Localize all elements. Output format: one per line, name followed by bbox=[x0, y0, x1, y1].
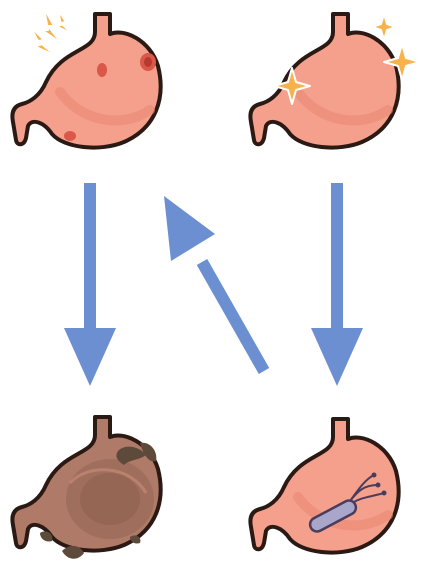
pain-burst-icon bbox=[30, 8, 72, 56]
sore-mark bbox=[97, 63, 107, 77]
arrow-healthy-to-infected bbox=[311, 183, 363, 386]
arrow-inflamed-to-damaged bbox=[64, 183, 116, 386]
sore-mark bbox=[64, 131, 76, 141]
arrow-infected-to-inflamed bbox=[164, 196, 264, 371]
infected-stomach-icon bbox=[250, 419, 398, 553]
inflamed-stomach-icon bbox=[12, 8, 160, 148]
damaged-stomach-icon bbox=[12, 417, 160, 559]
healthy-stomach-icon bbox=[250, 14, 420, 148]
